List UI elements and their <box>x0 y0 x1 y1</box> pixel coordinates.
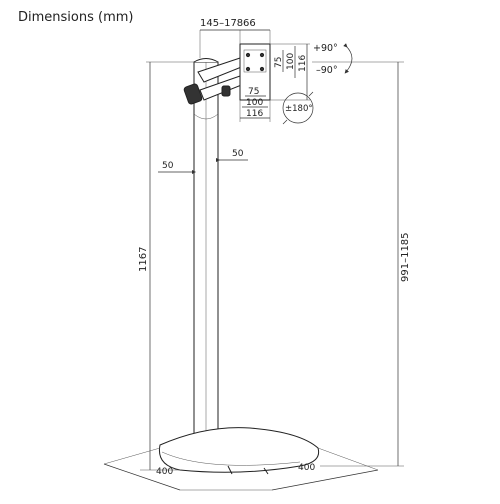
rotation-label: ±180° <box>285 104 313 114</box>
drawing-title: Dimensions (mm) <box>18 10 134 25</box>
rotation-indicator: ±180° <box>282 91 314 125</box>
pole-width-dimensions: 50 50 <box>158 149 248 175</box>
base-dimensions: 400 400 <box>103 447 379 491</box>
tilt-down-label: –90° <box>316 65 338 76</box>
pole <box>193 58 219 448</box>
vesa-100-horizontal-label: 100 <box>246 98 263 108</box>
total-height-dimension: 1167 <box>138 61 194 471</box>
vesa-75-horizontal-label: 75 <box>248 87 259 97</box>
base-left-label: 400 <box>156 467 173 477</box>
vesa-75-vertical-label: 75 <box>274 57 284 68</box>
vesa-plate <box>239 43 271 101</box>
height-range-dimension: 991–1185 <box>312 61 411 467</box>
vesa-vertical-dimensions: 75 100 116 <box>270 43 310 101</box>
arm-reach-label: 145–178 <box>200 18 243 29</box>
monitor-arm <box>183 57 245 105</box>
arm-reach-dimension: 145–178 66 <box>199 18 271 58</box>
height-range-label: 991–1185 <box>400 232 411 282</box>
pole-left-label: 50 <box>162 161 174 171</box>
pole-right-label: 50 <box>232 149 244 159</box>
tilt-up-label: +90° <box>313 43 338 54</box>
vesa-116-horizontal-label: 116 <box>246 109 263 119</box>
tilt-indicator: +90° –90° <box>313 43 353 76</box>
plate-offset-label: 66 <box>243 18 256 29</box>
total-height-label: 1167 <box>138 247 149 272</box>
base-right-label: 400 <box>298 463 315 473</box>
vesa-116-vertical-label: 116 <box>298 55 308 72</box>
base <box>158 427 320 475</box>
vesa-100-vertical-label: 100 <box>286 53 296 70</box>
vesa-horizontal-dimensions: 75 100 116 <box>239 87 271 122</box>
